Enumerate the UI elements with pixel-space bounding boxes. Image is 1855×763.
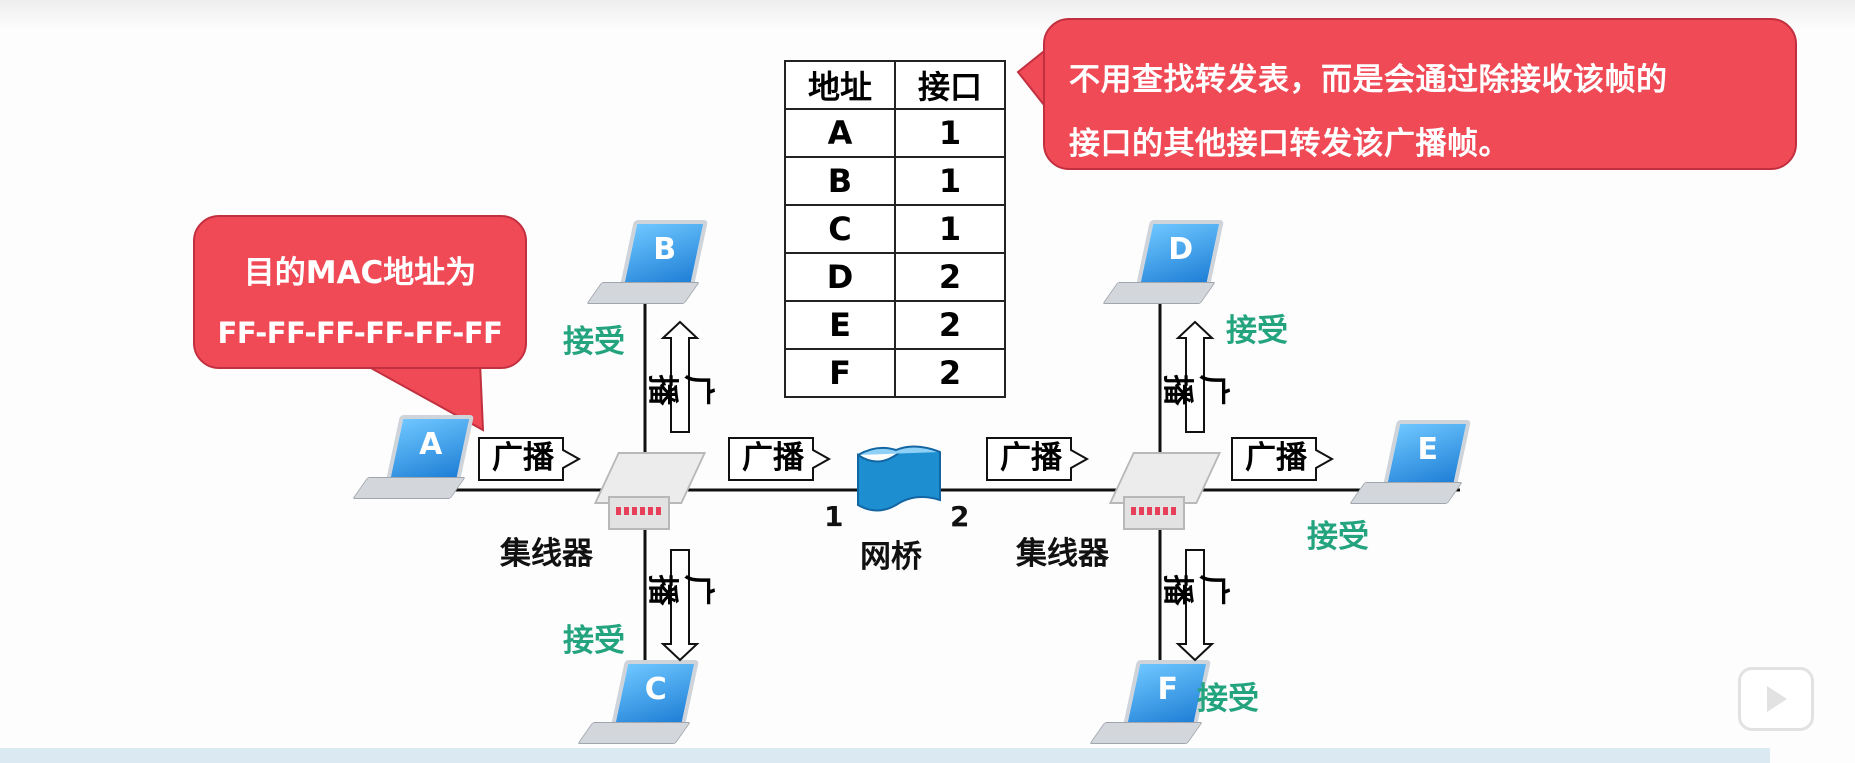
bridge-port-1: 1 (824, 500, 844, 533)
broadcast-label: 广播 (1245, 440, 1307, 476)
broadcast-label: 广播 (742, 440, 804, 476)
host-f-label: F (1157, 672, 1178, 707)
broadcast-label: 广播 (492, 440, 554, 476)
broadcast-arrow-f: 广播 (1159, 548, 1231, 662)
destination-mac-callout: 目的MAC地址为 FF-FF-FF-FF-FF-FF (193, 215, 527, 369)
broadcast-arrow-a: 广播 (477, 436, 585, 482)
bridge-icon (857, 445, 941, 512)
broadcast-arrow-bridge-in: 广播 (727, 436, 835, 482)
host-c-laptop: C (577, 660, 700, 752)
accept-label-f: 接受 (1197, 681, 1259, 717)
left-hub-icon (593, 452, 707, 538)
host-c-label: C (644, 672, 667, 707)
host-f-laptop: F (1089, 660, 1212, 752)
host-b-label: B (653, 232, 677, 267)
broadcast-label: 广播 (644, 574, 716, 606)
left-hub-label: 集线器 (500, 536, 593, 572)
broadcast-label: 广播 (644, 374, 716, 406)
accept-label-e: 接受 (1307, 519, 1369, 555)
table-cell: 1 (894, 156, 1006, 206)
broadcast-label: 广播 (1159, 574, 1231, 606)
accept-label-d: 接受 (1226, 313, 1288, 349)
table-header-row: 地址 接口 (784, 60, 1006, 110)
host-b-laptop: B (586, 220, 709, 312)
table-header-interface: 接口 (894, 60, 1006, 110)
right-hub-label: 集线器 (1016, 536, 1109, 572)
table-header-address: 地址 (784, 60, 896, 110)
host-a-laptop: A (352, 415, 475, 507)
table-cell: F (784, 348, 896, 398)
host-e-label: E (1417, 432, 1438, 467)
callout-left-line2: FF-FF-FF-FF-FF-FF (217, 316, 503, 350)
host-d-label: D (1168, 232, 1194, 267)
callout-left-line1: 目的MAC地址为 (243, 255, 477, 291)
callout-right-line2: 接口的其他接口转发该广播帧。 (1069, 126, 1510, 162)
table-cell: 2 (894, 300, 1006, 350)
table-cell: 1 (894, 108, 1006, 158)
broadcast-arrow-b: 广播 (644, 320, 716, 434)
table-cell: D (784, 252, 896, 302)
bridge-port-2: 2 (950, 500, 970, 533)
broadcast-arrow-d: 广播 (1159, 320, 1231, 434)
accept-label-c: 接受 (563, 623, 625, 659)
broadcast-label: 广播 (1159, 374, 1231, 406)
broadcast-arrow-c: 广播 (644, 548, 716, 662)
table-cell: B (784, 156, 896, 206)
host-a-label: A (419, 427, 443, 462)
right-hub-icon (1108, 452, 1222, 538)
callout-right-line1: 不用查找转发表，而是会通过除接收该帧的 (1069, 62, 1668, 98)
table-cell: A (784, 108, 896, 158)
table-cell: C (784, 204, 896, 254)
host-d-laptop: D (1102, 220, 1225, 312)
broadcast-label: 广播 (1000, 440, 1062, 476)
video-play-icon[interactable] (1738, 667, 1814, 731)
broadcast-explanation-callout: 不用查找转发表，而是会通过除接收该帧的 接口的其他接口转发该广播帧。 (1043, 18, 1797, 170)
bottom-band (0, 748, 1770, 763)
host-e-laptop: E (1349, 420, 1472, 512)
table-cell: 2 (894, 348, 1006, 398)
table-cell: E (784, 300, 896, 350)
broadcast-arrow-bridge-out: 广播 (985, 436, 1093, 482)
bridge-label: 网桥 (860, 539, 922, 575)
accept-label-b: 接受 (563, 324, 625, 360)
table-cell: 1 (894, 204, 1006, 254)
table-cell: 2 (894, 252, 1006, 302)
broadcast-arrow-e: 广播 (1230, 436, 1338, 482)
